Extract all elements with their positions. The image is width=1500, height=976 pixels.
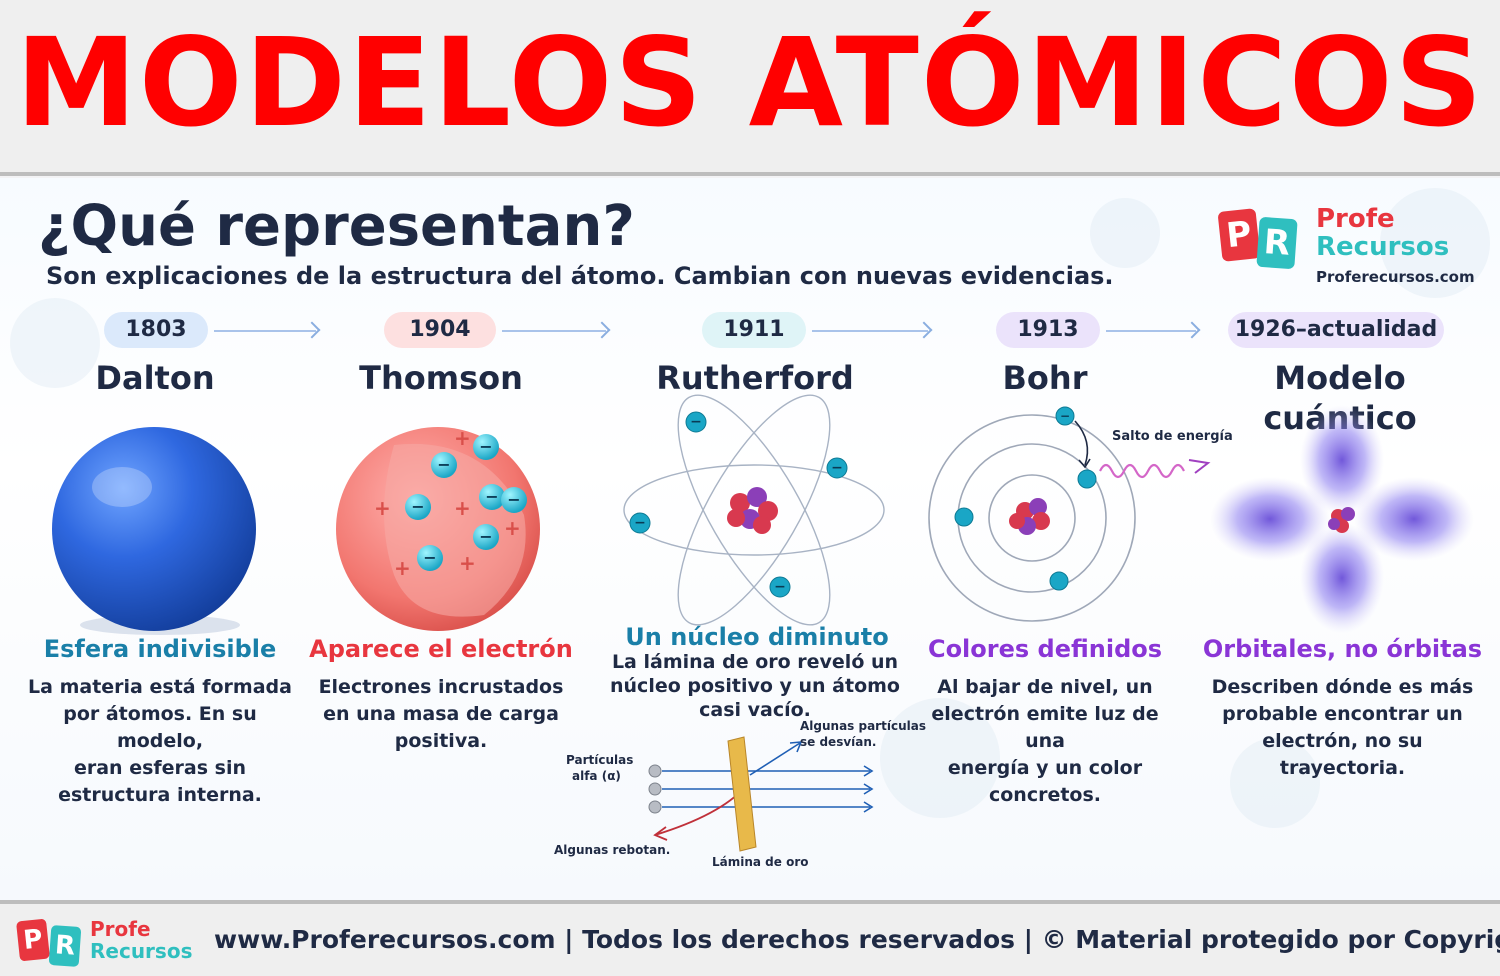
desc-line: concretos. — [988, 784, 1102, 806]
decor-bubble — [1230, 738, 1320, 828]
label-line: alfa (α) — [572, 769, 621, 783]
desc-line: en una masa de carga — [323, 703, 559, 725]
svg-text:−: − — [423, 548, 436, 567]
bohr-orbits-icon: − — [928, 406, 1211, 622]
timeline-arrow — [214, 330, 316, 332]
model-desc-bohr: Al bajar de nivel, un electrón emite luz… — [910, 674, 1180, 809]
desc-line: electrón emite luz de una — [931, 703, 1159, 752]
decor-bubble — [1380, 188, 1490, 298]
desc-line: electrón, no su trayectoria. — [1262, 730, 1423, 779]
logo-p-tile: P — [1217, 208, 1261, 262]
footer-logo-r-tile: R — [48, 925, 82, 967]
nuclear-atom-icon: − − − − — [623, 394, 885, 626]
label-line: Partículas — [566, 753, 634, 767]
footer-brand-line2: Recursos — [90, 939, 193, 963]
footer-brand-line1: Profe — [90, 917, 151, 941]
svg-text:−: − — [437, 455, 450, 474]
svg-text:−: − — [485, 487, 498, 506]
year-pill-rutherford: 1911 — [702, 312, 806, 348]
footer-logo[interactable]: P R Profe Recursos — [15, 917, 208, 968]
gold-foil-label: Lámina de oro — [712, 855, 809, 869]
year-pill-bohr: 1913 — [996, 312, 1100, 348]
label-line: Algunas partículas — [800, 719, 926, 733]
footer-copyright-text: www.Proferecursos.com | Todos los derech… — [214, 925, 1500, 954]
footer-logo-p-tile: P — [15, 918, 51, 962]
desc-line: estructura interna. — [58, 784, 262, 806]
model-desc-quantum: Describen dónde es más probable encontra… — [1200, 674, 1485, 782]
decor-bubble — [880, 698, 1000, 818]
desc-line: por átomos. En su modelo, — [63, 703, 257, 752]
svg-text:+: + — [394, 556, 411, 580]
alpha-particles-label: Partículas alfa (α) — [566, 752, 633, 784]
desc-line: La lámina de oro reveló un — [611, 651, 899, 673]
desc-line: núcleo positivo y un átomo — [610, 675, 900, 697]
header-banner: MODELOS ATÓMICOS — [0, 0, 1500, 176]
model-subtitle-rutherford: Un núcleo diminuto — [625, 623, 889, 651]
model-desc-thomson: Electrones incrustados en una masa de ca… — [306, 674, 576, 755]
svg-text:+: + — [459, 551, 476, 575]
footer-bar: P R Profe Recursos www.Proferecursos.com… — [0, 900, 1500, 976]
svg-text:+: + — [454, 496, 471, 520]
brand-line1: Profe — [1316, 204, 1395, 234]
svg-text:−: − — [774, 579, 786, 595]
svg-text:+: + — [504, 516, 521, 540]
svg-text:−: − — [479, 437, 492, 456]
desc-line: eran esferas sin — [73, 757, 247, 779]
year-pill-thomson: 1904 — [384, 312, 496, 348]
svg-text:−: − — [634, 515, 646, 531]
desc-line: casi vacío. — [699, 699, 811, 721]
solid-sphere-icon — [52, 427, 256, 635]
svg-text:−: − — [690, 414, 702, 430]
electron-cloud-icon — [1210, 405, 1474, 633]
year-pill-dalton: 1803 — [104, 312, 208, 348]
section-subtitle: Son explicaciones de la estructura del á… — [46, 262, 1114, 290]
svg-text:−: − — [411, 497, 424, 516]
decor-bubble — [1090, 198, 1160, 268]
bounce-label: Algunas rebotan. — [554, 843, 671, 857]
svg-text:−: − — [831, 460, 843, 476]
desc-line: La materia está formada — [28, 676, 292, 698]
desc-line: Electrones incrustados — [318, 676, 564, 698]
main-title: MODELOS ATÓMICOS — [15, 12, 1485, 154]
label-line: se desvían. — [800, 735, 877, 749]
section-question: ¿Qué representan? — [38, 194, 635, 259]
desc-line: Describen dónde es más — [1211, 676, 1474, 698]
model-name-thomson: Thomson — [359, 359, 523, 397]
model-subtitle-dalton: Esfera indivisible — [43, 635, 277, 663]
desc-line: positiva. — [394, 730, 488, 752]
year-pill-quantum: 1926–actualidad — [1228, 312, 1444, 348]
timeline-arrow — [812, 330, 928, 332]
model-subtitle-thomson: Aparece el electrón — [309, 635, 573, 663]
logo-r-tile: R — [1256, 216, 1298, 270]
model-desc-rutherford: La lámina de oro reveló un núcleo positi… — [600, 650, 910, 722]
energy-jump-label: Salto de energía — [1112, 429, 1233, 444]
model-desc-dalton: La materia está formada por átomos. En s… — [20, 674, 300, 809]
timeline-arrow — [1106, 330, 1196, 332]
deflect-label: Algunas partículas se desvían. — [800, 718, 926, 750]
svg-text:+: + — [454, 426, 471, 450]
model-subtitle-quantum: Orbitales, no órbitas — [1202, 635, 1483, 663]
model-subtitle-bohr: Colores definidos — [927, 635, 1163, 663]
timeline-arrow — [502, 330, 606, 332]
desc-line: energía y un color — [947, 757, 1143, 779]
desc-line: Al bajar de nivel, un — [937, 676, 1153, 698]
desc-line: probable encontrar un — [1222, 703, 1463, 725]
brand-line2: Recursos — [1316, 232, 1450, 262]
svg-text:−: − — [1060, 409, 1070, 423]
brand-url[interactable]: Proferecursos.com — [1316, 268, 1475, 286]
plum-pudding-icon: +++ +++ −−− −−−− — [336, 426, 540, 631]
brand-logo[interactable]: P R Profe Recursos Proferecursos.com — [1217, 204, 1498, 286]
svg-text:+: + — [374, 496, 391, 520]
decor-bubble — [10, 298, 100, 388]
model-name-rutherford: Rutherford — [656, 359, 854, 397]
svg-text:−: − — [507, 490, 520, 509]
model-name-bohr: Bohr — [1002, 359, 1088, 397]
model-name-dalton: Dalton — [95, 359, 215, 397]
svg-text:−: − — [479, 527, 492, 546]
gold-foil-diagram — [648, 736, 874, 852]
